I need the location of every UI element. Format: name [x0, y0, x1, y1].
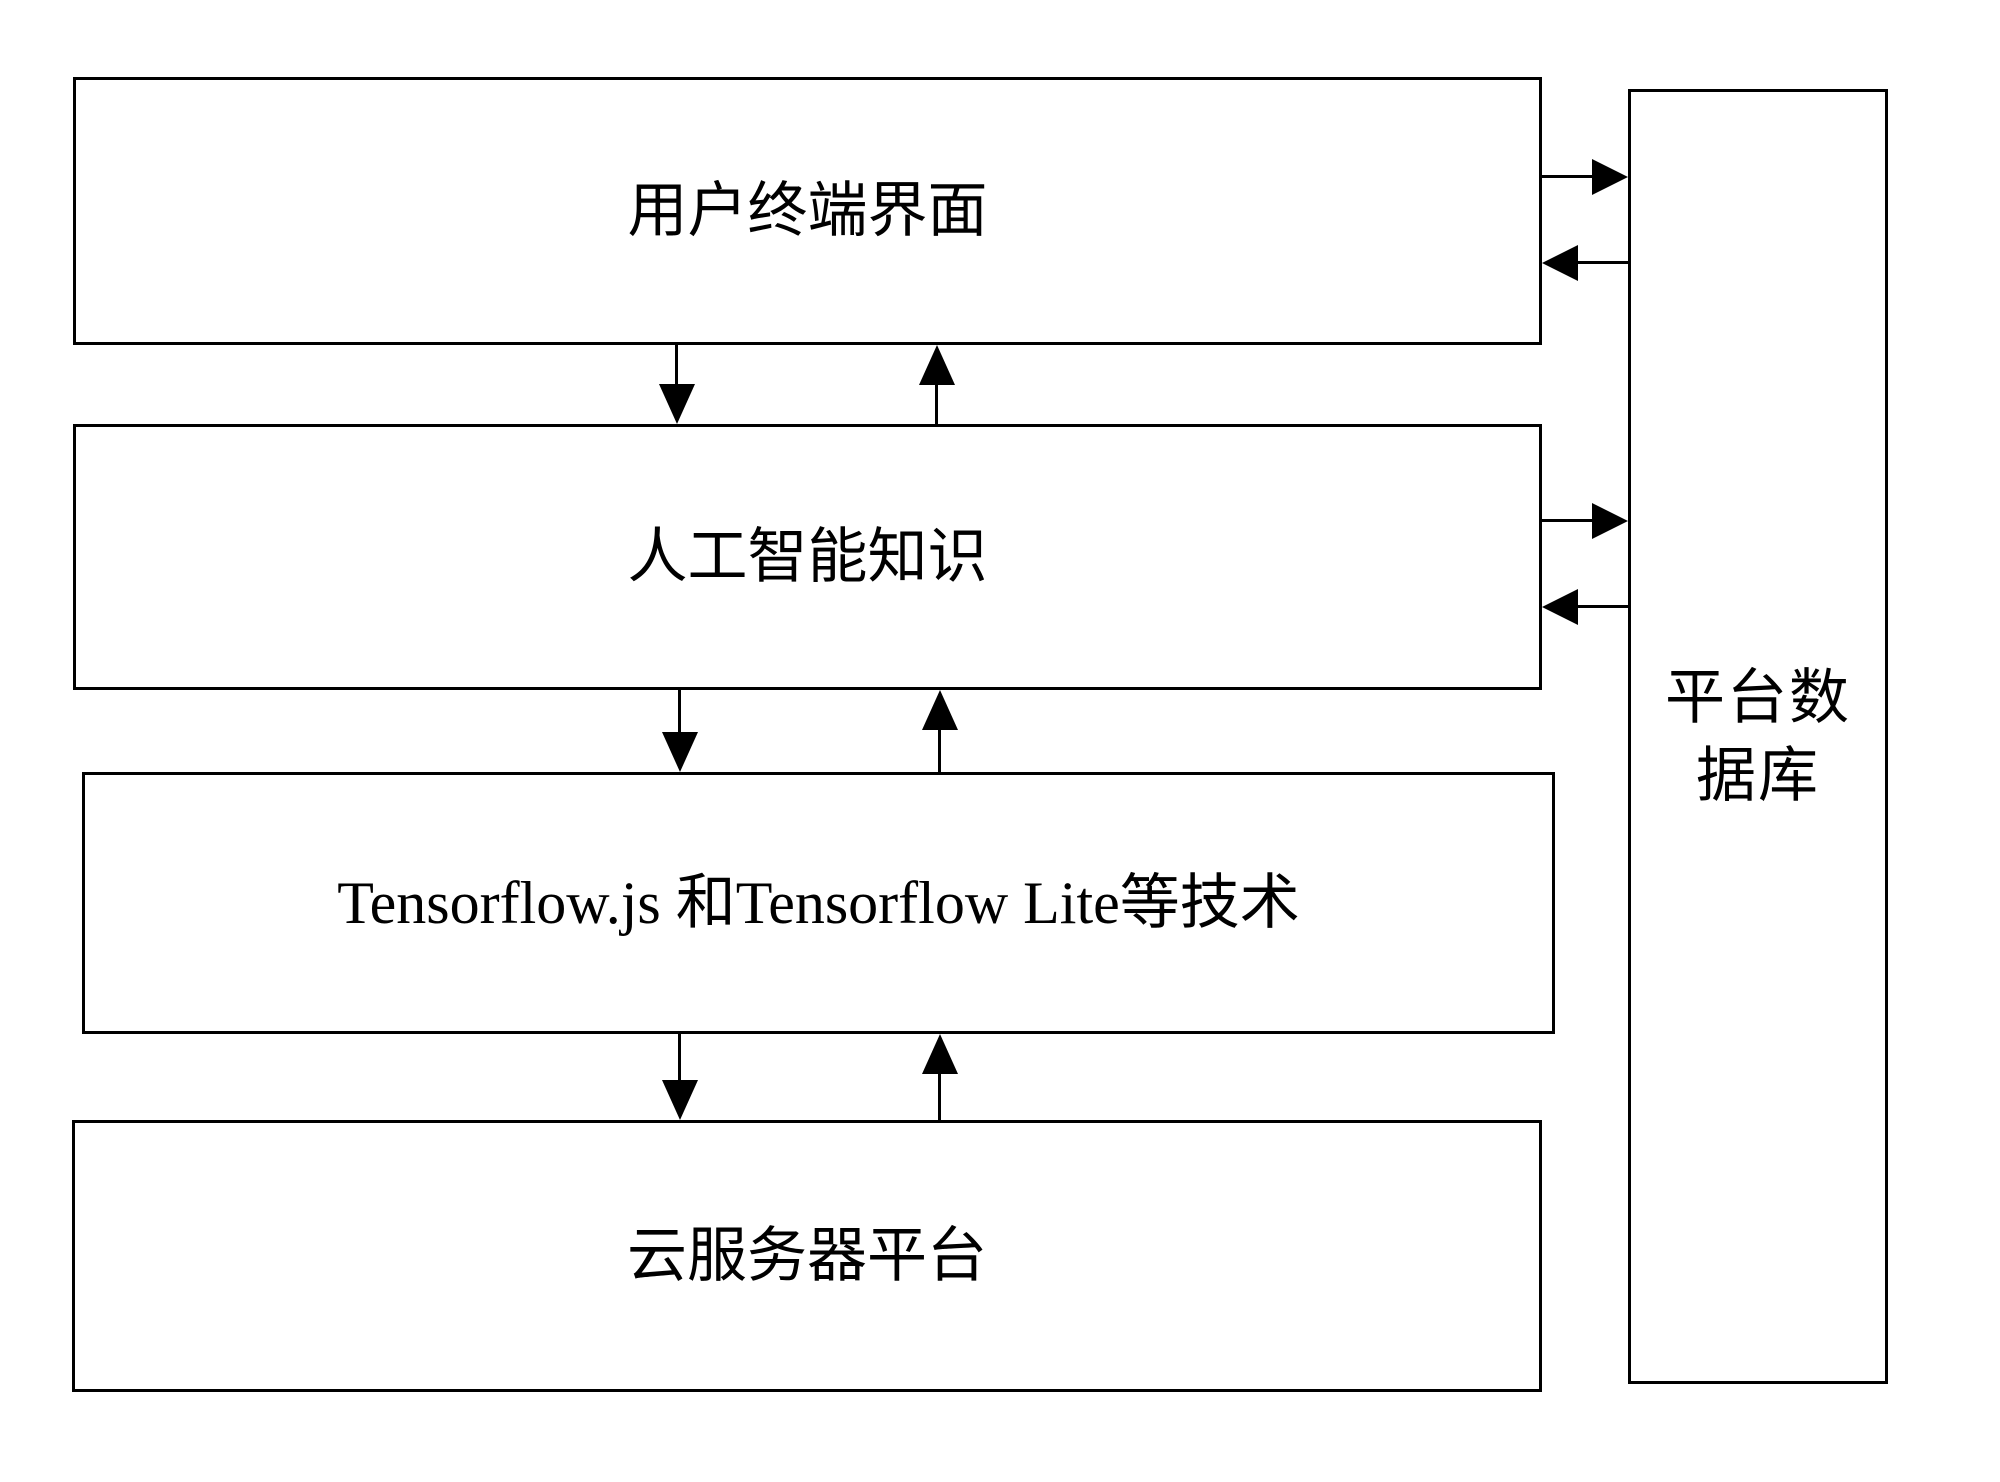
- arrow-left-icon: [1542, 589, 1578, 625]
- arrow-ai-to-tensorflow-line: [678, 690, 681, 738]
- arrow-tensorflow-to-ai-line: [938, 725, 941, 772]
- arrow-left-icon: [1542, 245, 1578, 281]
- box-user-terminal: 用户终端界面: [73, 77, 1542, 345]
- arrow-database-to-user-terminal-line: [1573, 261, 1628, 264]
- arrow-tensorflow-to-cloud-line: [678, 1034, 681, 1086]
- box-ai-knowledge: 人工智能知识: [73, 424, 1542, 690]
- arrow-right-icon: [1592, 159, 1628, 195]
- arrow-down-icon: [662, 732, 698, 772]
- arrow-ai-to-user-terminal-line: [935, 380, 938, 424]
- box-user-terminal-label: 用户终端界面: [627, 178, 988, 244]
- arrow-up-icon: [922, 690, 958, 730]
- box-ai-knowledge-label: 人工智能知识: [627, 524, 988, 590]
- box-tensorflow-tech: Tensorflow.js 和Tensorflow Lite等技术: [82, 772, 1555, 1034]
- arrow-user-terminal-to-ai-line: [675, 345, 678, 390]
- box-cloud-server-label: 云服务器平台: [627, 1223, 987, 1289]
- arrow-user-terminal-to-database-line: [1542, 175, 1597, 178]
- arrow-up-icon: [922, 1034, 958, 1074]
- arrow-down-icon: [659, 384, 695, 424]
- box-platform-database-label: 平台数据库: [1665, 664, 1851, 809]
- box-cloud-server: 云服务器平台: [72, 1120, 1542, 1392]
- arrow-right-icon: [1592, 503, 1628, 539]
- arrow-down-icon: [662, 1080, 698, 1120]
- arrow-ai-to-database-line: [1542, 519, 1597, 522]
- box-tensorflow-tech-label: Tensorflow.js 和Tensorflow Lite等技术: [337, 870, 1300, 936]
- box-platform-database: 平台数据库: [1628, 89, 1888, 1384]
- arrow-database-to-ai-line: [1573, 605, 1628, 608]
- arrow-cloud-to-tensorflow-line: [938, 1069, 941, 1120]
- arrow-up-icon: [919, 345, 955, 385]
